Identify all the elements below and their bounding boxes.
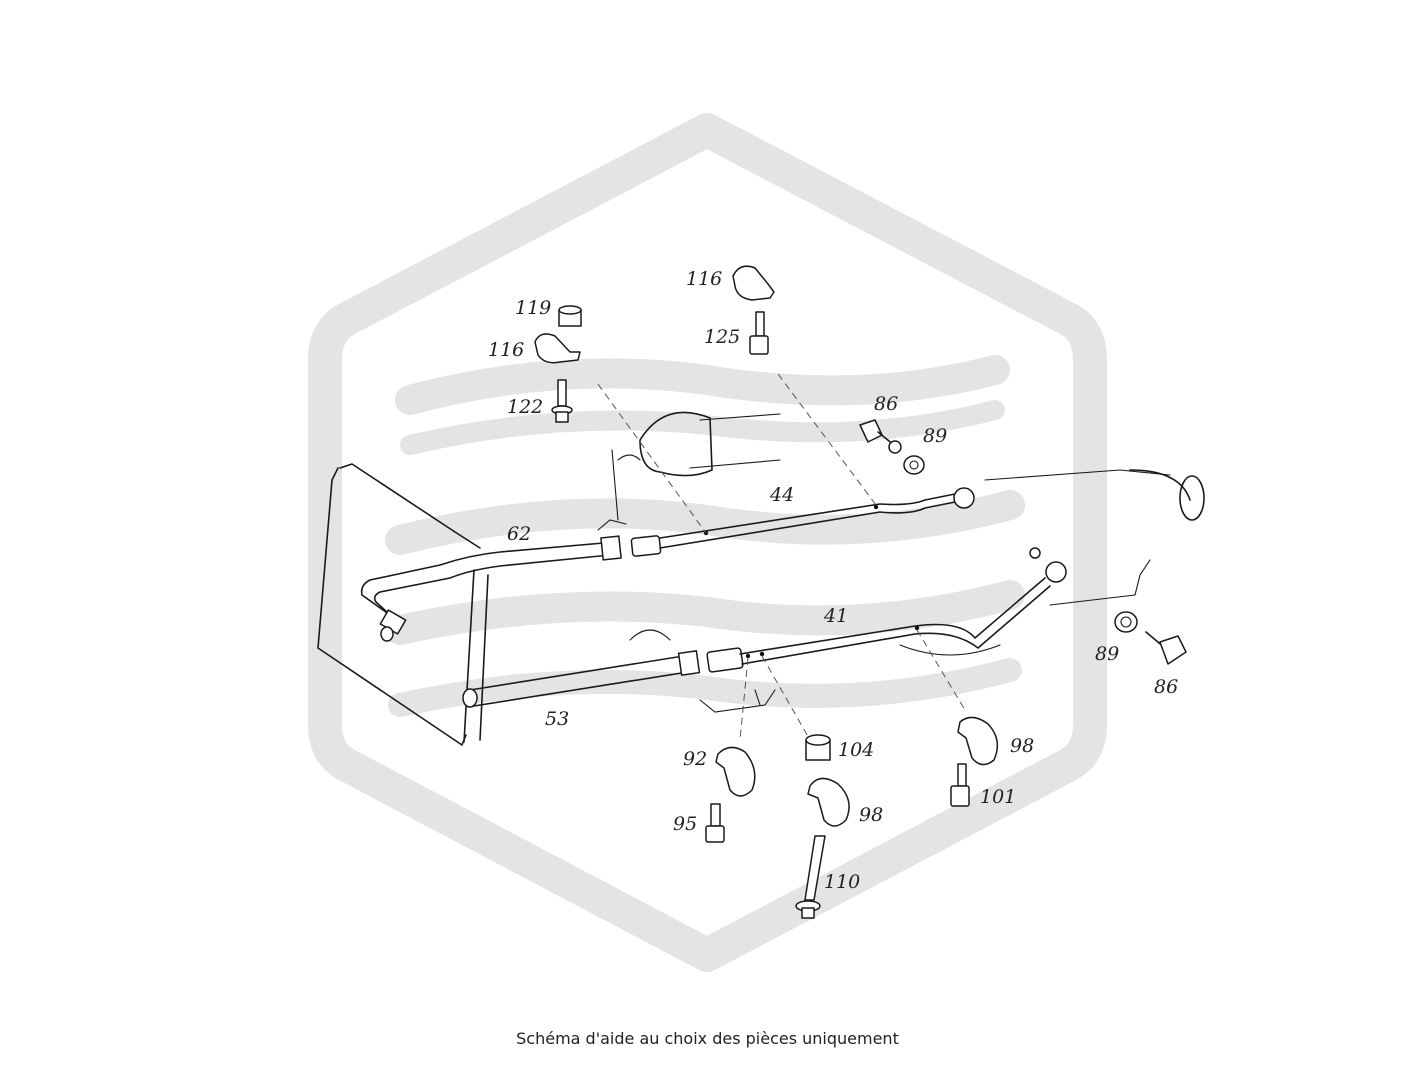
label-62: 62 [507,523,531,545]
label-92: 92 [683,748,707,770]
bolt-122 [551,379,573,423]
label-44: 44 [769,484,794,506]
bolt-110 [795,835,826,919]
clamp-98-b [957,716,999,766]
label-119: 119 [515,297,551,319]
small-parts [534,265,1187,919]
pipe-44 [630,487,975,557]
clamp-116-a [534,333,581,364]
label-89-right: 89 [1095,643,1119,665]
spacer-119 [558,305,582,327]
diagram-caption: Schéma d'aide au choix des pièces unique… [516,1029,899,1048]
label-122: 122 [507,396,543,418]
pipe-62 [360,535,622,642]
label-116-top: 116 [686,268,722,290]
bolt-86-a [859,419,902,454]
label-104: 104 [838,739,874,761]
clamp-116-b [732,265,775,301]
label-53: 53 [545,708,569,730]
label-86-right: 86 [1154,676,1178,698]
label-95: 95 [673,813,697,835]
label-110: 110 [824,871,860,893]
label-41: 41 [823,605,848,627]
washer-89-a [903,455,925,475]
label-101: 101 [980,786,1016,808]
part-labels: 116 119 116 125 122 86 89 44 62 41 89 86… [488,268,1178,893]
label-98-mid: 98 [859,804,883,826]
stud-125 [749,311,769,355]
watermark-logo [308,113,1107,972]
washer-89-b [1114,611,1138,633]
label-125: 125 [704,326,740,348]
bolt-86-b [1145,631,1187,665]
label-98-right: 98 [1010,735,1034,757]
leader-lines [597,373,966,741]
clamp-92 [715,746,756,797]
bolt-95 [705,803,725,843]
pipe-53 [462,650,701,708]
pipe-41 [706,547,1067,673]
label-89-top: 89 [923,425,947,447]
engine-frame-sketch [317,411,1205,746]
clamp-98-a [807,777,850,827]
stud-101 [950,763,970,807]
spacer-104 [805,734,831,761]
label-116-left: 116 [488,339,524,361]
label-86-top: 86 [874,393,898,415]
